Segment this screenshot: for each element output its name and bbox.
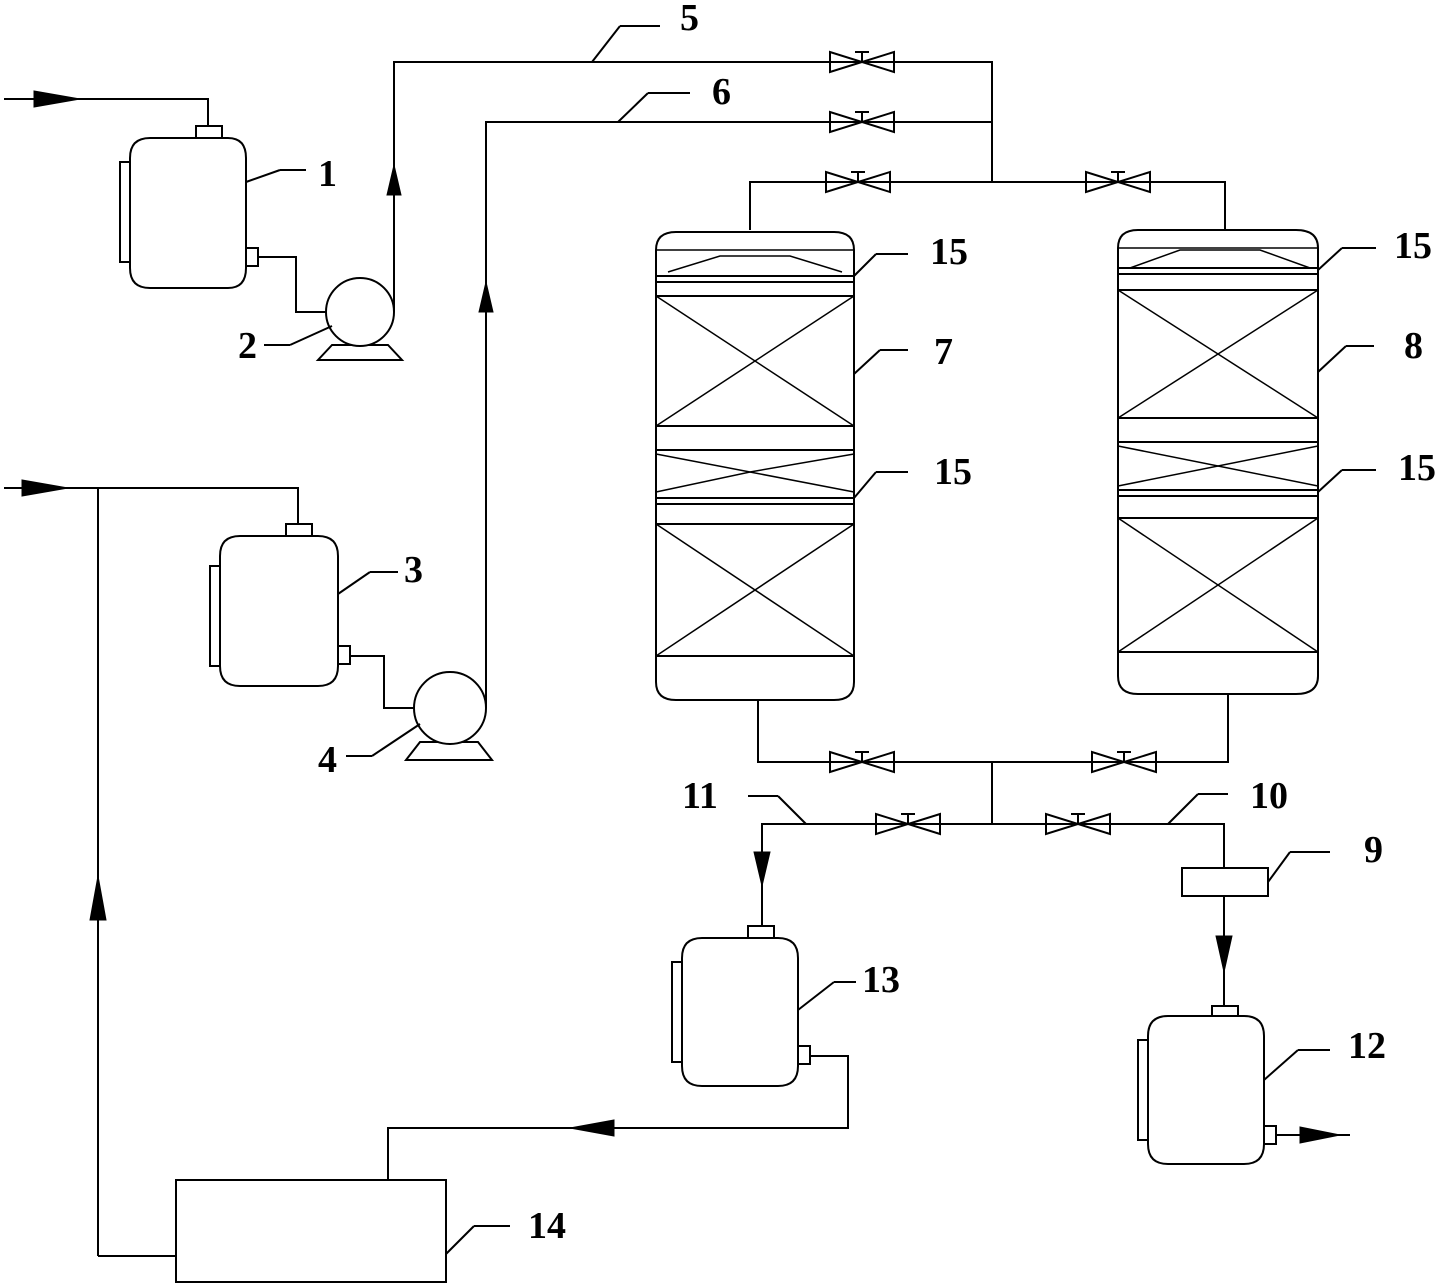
label-distributor-15-col7-top: 15	[930, 231, 968, 273]
filter-9	[1181, 867, 1269, 897]
flow-arrow-return	[89, 875, 107, 921]
label-line-10: 10	[1250, 775, 1288, 817]
tank-13	[671, 925, 835, 1087]
pipe-tank13-unit14	[387, 1055, 849, 1180]
label-tank-13: 13	[862, 959, 900, 1001]
tank-12	[1137, 1005, 1299, 1165]
label-distributor-15-col8-mid: 15	[1398, 447, 1436, 489]
pump-4	[371, 671, 495, 761]
label-filter-9: 9	[1364, 829, 1383, 871]
line-11	[761, 823, 992, 926]
tank-1	[119, 125, 281, 289]
label-line-11: 11	[682, 775, 718, 817]
flow-arrow-line-5	[386, 164, 402, 196]
label-line-5: 5	[680, 0, 699, 39]
pipe-tank3-pump4	[350, 655, 414, 709]
column-7	[655, 231, 855, 701]
bottom-header	[757, 694, 1229, 763]
label-column-7: 7	[934, 331, 953, 373]
label-distributor-15-col7-mid: 15	[934, 451, 972, 493]
top-header	[749, 181, 1226, 230]
pump-2	[289, 277, 405, 361]
label-pump-2: 2	[238, 325, 257, 367]
outlet-line-3	[4, 487, 299, 524]
label-tank-12: 12	[1348, 1025, 1386, 1067]
line-6	[485, 121, 992, 708]
flow-arrow-to-unit14	[569, 1119, 615, 1137]
label-tank-3: 3	[404, 549, 423, 591]
flow-arrow-line-11	[753, 851, 771, 887]
inlet-arrow-1	[33, 90, 81, 108]
column-8	[1117, 229, 1319, 695]
flow-arrow-line-6	[478, 281, 494, 313]
outlet-arrow-3	[21, 479, 69, 497]
label-line-6: 6	[712, 71, 731, 113]
flow-arrow-filter	[1215, 935, 1233, 973]
unit-14	[175, 1179, 447, 1283]
label-unit-14: 14	[528, 1205, 566, 1247]
tank-3	[209, 523, 371, 687]
pipe-tank1-pump2	[258, 256, 326, 313]
label-column-8: 8	[1404, 325, 1423, 367]
outlet-arrow-12	[1299, 1126, 1341, 1144]
label-distributor-15-col8-top: 15	[1394, 225, 1432, 267]
line-10	[992, 823, 1225, 868]
label-tank-1: 1	[318, 153, 337, 195]
label-pump-4: 4	[318, 739, 337, 781]
